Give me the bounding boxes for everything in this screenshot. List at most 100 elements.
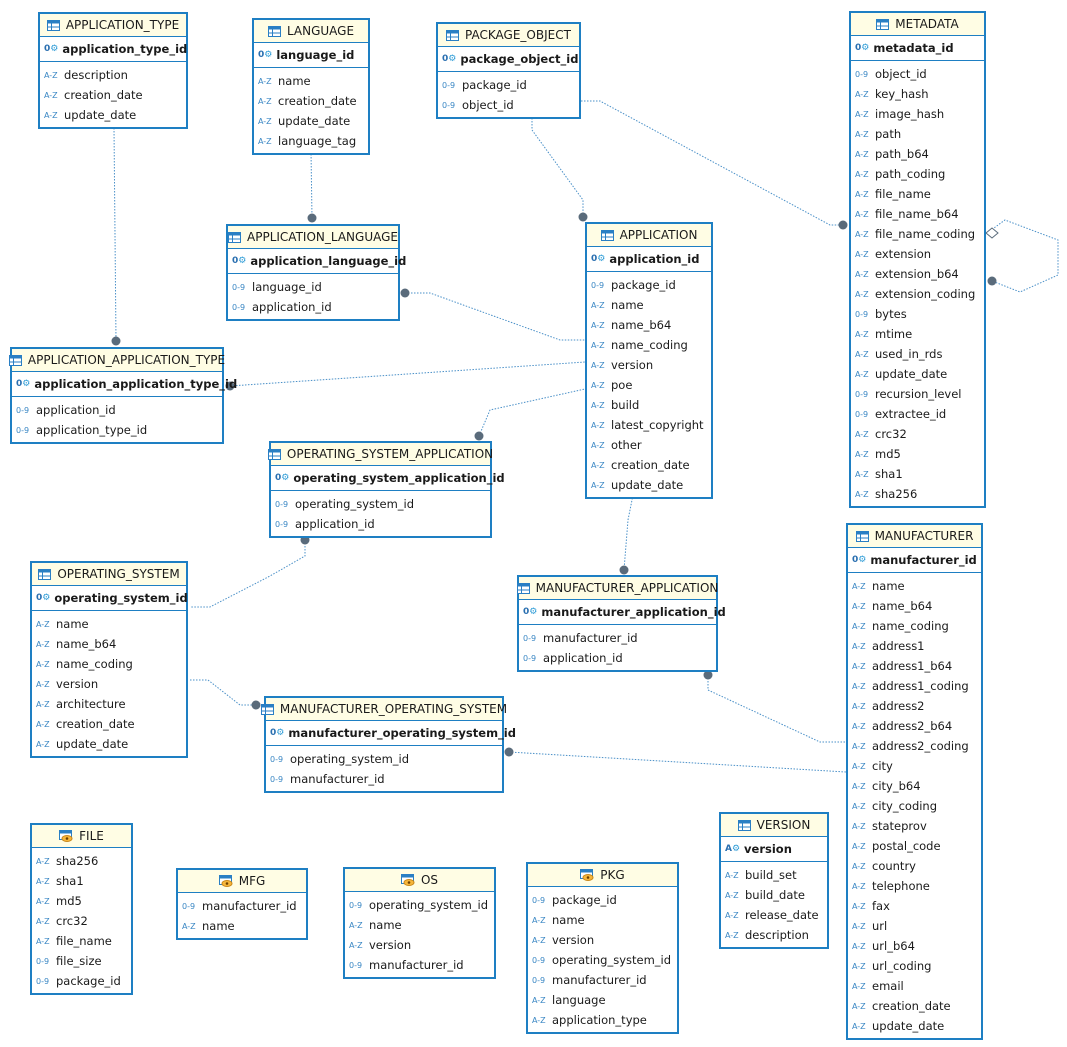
- relationship-line[interactable]: [190, 540, 306, 608]
- relationship-line[interactable]: [623, 494, 634, 571]
- primary-key-row[interactable]: 0⚙operating_system_id: [32, 586, 188, 611]
- relationship-line[interactable]: [405, 292, 585, 341]
- primary-key-row[interactable]: 0⚙language_id: [254, 43, 368, 68]
- relationship-line[interactable]: [310, 150, 313, 219]
- relationship-line[interactable]: [190, 679, 256, 706]
- primary-key-row[interactable]: 0⚙operating_system_application_id: [271, 466, 505, 491]
- relationship-line[interactable]: [113, 127, 117, 342]
- primary-key-row[interactable]: 0⚙manufacturer_application_id: [519, 600, 726, 625]
- relationship-line[interactable]: [986, 219, 1059, 293]
- primary-key-row[interactable]: 0⚙metadata_id: [851, 36, 984, 61]
- primary-key-row[interactable]: A⚙version: [721, 837, 827, 862]
- relationship-line[interactable]: [508, 751, 847, 773]
- relationship-line[interactable]: [531, 115, 584, 217]
- primary-key-row[interactable]: 0⚙application_language_id: [228, 249, 406, 274]
